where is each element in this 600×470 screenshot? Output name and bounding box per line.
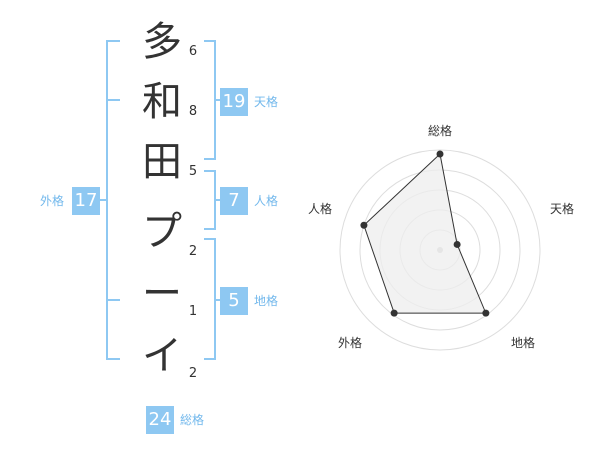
name-char-1: 多 xyxy=(142,19,182,65)
stroke-count-3: 5 xyxy=(188,164,198,179)
tenkaku-badge: 19 xyxy=(220,88,248,116)
tenkaku-bracket xyxy=(204,40,216,160)
soukaku-label: 総格 xyxy=(180,413,205,427)
name-char-6: イ xyxy=(142,333,182,379)
stroke-count-6: 2 xyxy=(188,366,198,381)
chikaku-badge: 5 xyxy=(220,287,248,315)
chikaku-tick xyxy=(216,299,222,301)
radar-grid-ring xyxy=(339,149,541,351)
radar-point-5 xyxy=(360,221,368,229)
gaikaku-tick-mid xyxy=(100,199,106,201)
tenkaku-tick xyxy=(216,99,222,101)
chikaku-label: 地格 xyxy=(254,294,279,308)
gaikaku-bracket xyxy=(106,40,120,360)
soukaku-badge: 24 xyxy=(146,406,174,434)
stroke-count-5: 1 xyxy=(188,304,198,319)
radar-point-1 xyxy=(436,150,444,158)
jinkaku-label: 人格 xyxy=(254,194,279,208)
tenkaku-label: 天格 xyxy=(254,95,279,109)
radar-points xyxy=(360,150,490,317)
gaikaku-label: 外格 xyxy=(40,194,65,208)
radar-point-4 xyxy=(390,309,398,317)
name-char-2: 和 xyxy=(142,79,182,125)
gaikaku-tick-lower xyxy=(106,299,120,301)
gaikaku-badge: 17 xyxy=(72,187,100,215)
radar-point-3 xyxy=(482,309,490,317)
radar-point-2 xyxy=(453,240,461,248)
jinkaku-bracket xyxy=(204,170,216,230)
radar-shape xyxy=(363,153,487,314)
radar-axis-gaikaku: 外格 xyxy=(338,336,363,350)
jinkaku-tick xyxy=(216,199,222,201)
radar-axis-chikaku: 地格 xyxy=(511,336,536,350)
name-char-3: 田 xyxy=(142,139,182,185)
name-char-4: プ xyxy=(142,209,182,255)
radar-axis-jinkaku: 人格 xyxy=(308,202,333,216)
stroke-count-4: 2 xyxy=(188,244,198,259)
stroke-count-2: 8 xyxy=(188,104,198,119)
gaikaku-tick-upper xyxy=(106,99,120,101)
chikaku-bracket xyxy=(204,238,216,360)
radar-axis-soukaku: 総格 xyxy=(428,124,453,138)
jinkaku-badge: 7 xyxy=(220,187,248,215)
name-char-5: ー xyxy=(142,271,182,317)
radar-axis-tenkaku: 天格 xyxy=(550,202,575,216)
stroke-count-1: 6 xyxy=(188,44,198,59)
